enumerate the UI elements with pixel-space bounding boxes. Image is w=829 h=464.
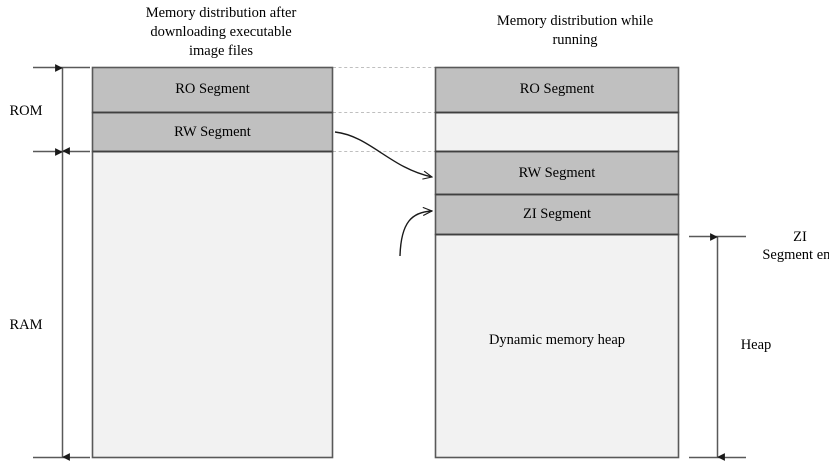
right-gap-area (434, 111, 680, 153)
right-rw-segment-box (434, 150, 680, 196)
guide-lines (333, 67, 435, 152)
right-heap-area (434, 233, 680, 459)
runtime-memory-map (434, 66, 680, 459)
connector-arrows (334, 131, 432, 257)
left-free-area (91, 150, 334, 459)
ram-bracket-label: RAM (9, 317, 43, 333)
right-zi-segment-box (434, 193, 680, 236)
left-rw-segment-label: RW Segment (174, 124, 251, 140)
rw-copy-arrow (334, 131, 432, 177)
right-ro-segment-label: RO Segment (519, 81, 595, 97)
heap-bracket (689, 233, 746, 461)
right-zi-segment-label: ZI Segment (522, 206, 592, 222)
left-ro-segment-label: RO Segment (175, 81, 250, 97)
left-rw-segment-box (91, 111, 334, 153)
right-heap-label: Dynamic memory heap (488, 332, 626, 348)
left-ro-segment-box (91, 66, 334, 114)
right-column-title: Memory distribution while running (496, 13, 654, 48)
zi-create-arrow (399, 211, 432, 257)
ram-bracket (33, 148, 90, 461)
heap-bracket-label: Heap (740, 337, 772, 353)
right-rw-segment-label: RW Segment (518, 165, 596, 181)
rom-bracket-label: ROM (9, 103, 43, 119)
left-column-title: Memory distribution after downloading ex… (145, 5, 297, 59)
download-image-memory-map (91, 66, 334, 459)
zi-segment-end-label: ZI Segment end (762, 229, 829, 263)
